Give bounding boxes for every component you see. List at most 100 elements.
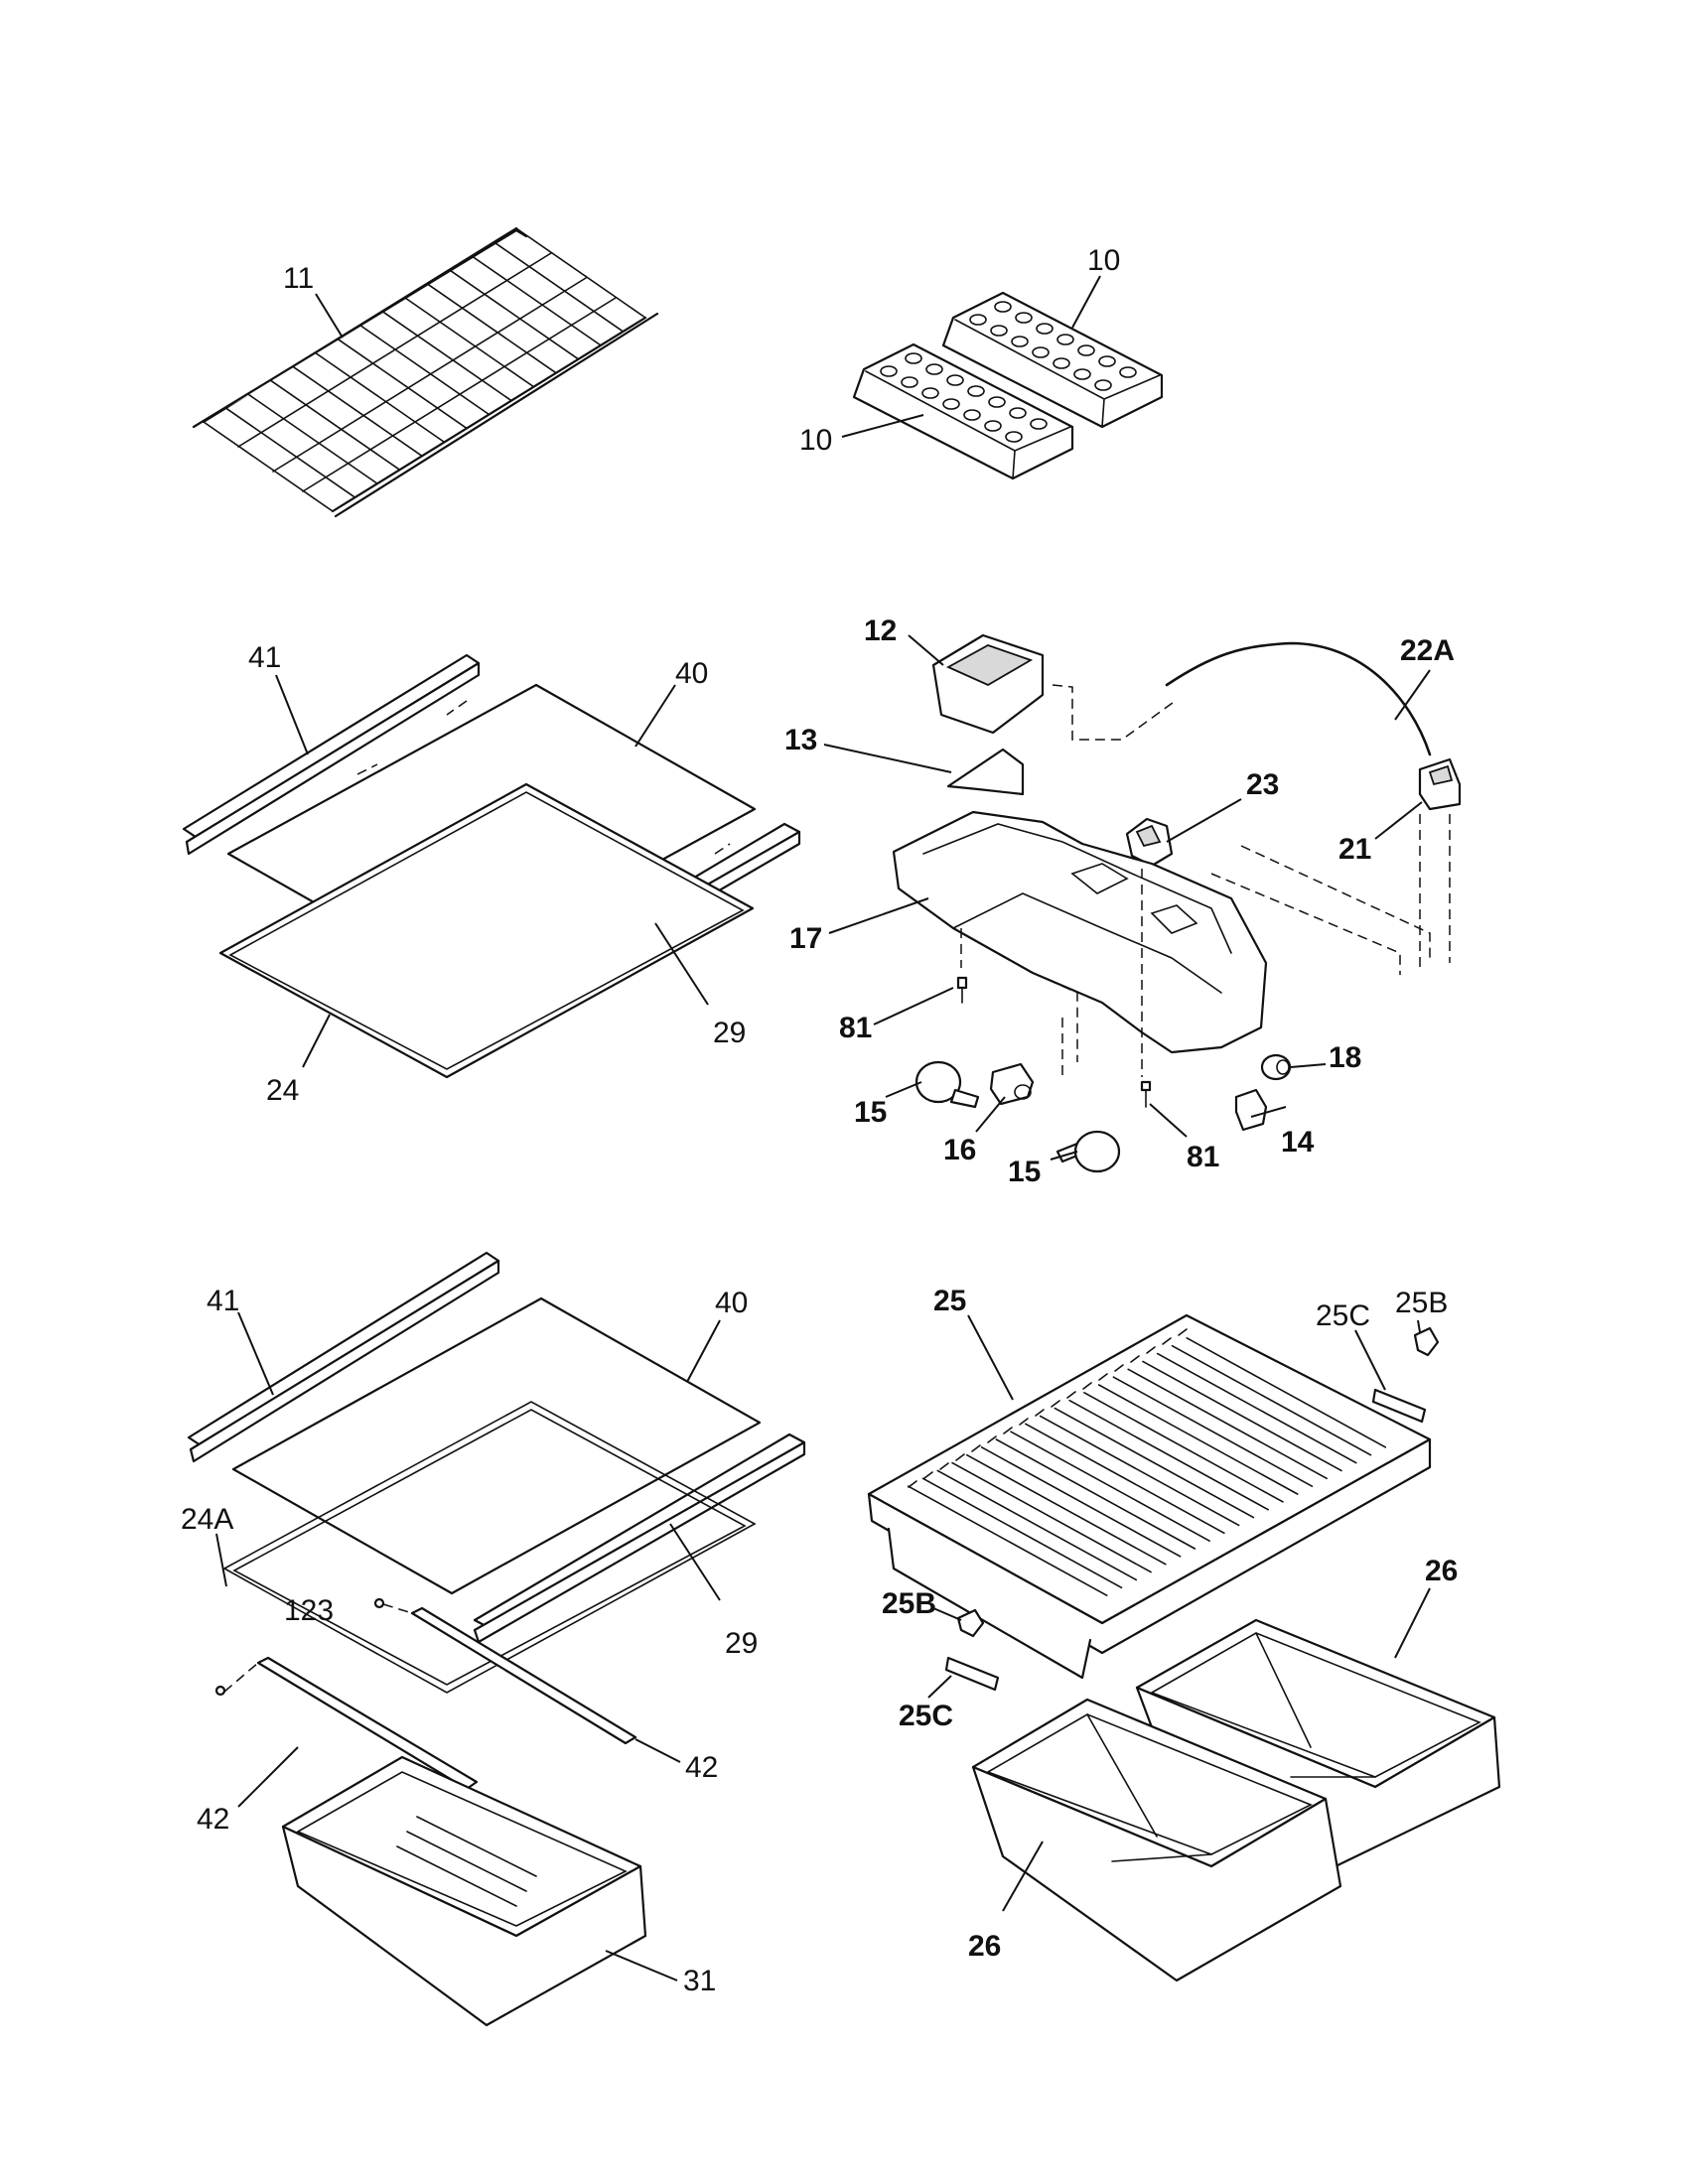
bracket-25C-bottom [944, 1656, 1000, 1692]
callout-17: 17 [789, 897, 929, 955]
callout-14: 14 [1250, 1106, 1315, 1159]
label-29-lower: 29 [725, 1627, 758, 1660]
screw-81-right [1140, 1080, 1152, 1108]
callout-23: 23 [1166, 768, 1279, 843]
callout-42-left: 42 [197, 1746, 299, 1836]
crisper-cover-25 [867, 1313, 1432, 1680]
callout-12: 12 [864, 614, 944, 666]
label-25B-bottom: 25B [882, 1587, 936, 1620]
callout-40-upper: 40 [634, 657, 708, 748]
callout-40-lower: 40 [686, 1287, 748, 1383]
callout-26-back: 26 [1394, 1555, 1458, 1659]
bracket-25C-top [1371, 1388, 1427, 1424]
label-41-lower: 41 [207, 1285, 239, 1317]
label-40-upper: 40 [675, 657, 708, 690]
label-26-back: 26 [1425, 1555, 1458, 1587]
callout-25B-top: 25B [1395, 1287, 1448, 1333]
callout-10-front: 10 [799, 414, 924, 457]
knob-18 [1260, 1053, 1292, 1081]
callout-81-left: 81 [839, 987, 954, 1044]
shelf-frame-24A [222, 1401, 757, 1694]
label-17: 17 [789, 922, 822, 955]
label-25: 25 [933, 1285, 966, 1317]
label-24A: 24A [181, 1503, 233, 1536]
callout-25: 25 [933, 1285, 1014, 1401]
slide-42-left [256, 1656, 479, 1791]
ice-tray-10-front [852, 342, 1074, 480]
label-22A: 22A [1400, 634, 1455, 667]
socket-16 [989, 1062, 1035, 1106]
callout-16: 16 [943, 1096, 1006, 1166]
callout-25B-bottom: 25B [882, 1587, 962, 1621]
label-14: 14 [1281, 1126, 1315, 1159]
callout-21: 21 [1338, 801, 1423, 866]
shelf-frame-24 [218, 782, 755, 1079]
label-10-back: 10 [1087, 244, 1120, 277]
callout-41-lower: 41 [207, 1285, 274, 1396]
callout-31: 31 [605, 1950, 716, 1997]
label-42-right: 42 [685, 1751, 718, 1784]
callout-25C-top: 25C [1316, 1299, 1386, 1391]
callout-10-back: 10 [1071, 244, 1120, 329]
shelf-rail-41-upper [182, 653, 481, 856]
callout-18: 18 [1290, 1041, 1361, 1074]
clip-25B-bottom [956, 1608, 985, 1638]
label-26-front: 26 [968, 1930, 1001, 1963]
callout-15-right: 15 [1008, 1151, 1078, 1188]
label-21: 21 [1338, 833, 1371, 866]
callout-41-upper: 41 [248, 641, 309, 755]
bulb-15-left [914, 1060, 980, 1109]
crisper-drawer-26-back [1135, 1618, 1501, 1868]
callout-42-right: 42 [634, 1738, 718, 1784]
label-25C-bottom: 25C [899, 1700, 953, 1732]
callout-25C-bottom: 25C [899, 1675, 953, 1732]
label-42-left: 42 [197, 1803, 229, 1836]
label-16: 16 [943, 1134, 976, 1166]
label-23: 23 [1246, 768, 1279, 801]
crisper-drawer-26-front [971, 1698, 1342, 1982]
slide-42-right [410, 1606, 637, 1745]
label-13: 13 [784, 724, 817, 756]
label-12: 12 [864, 614, 897, 647]
shelf-rail-29-lower [473, 1433, 806, 1644]
callout-24: 24 [266, 1014, 331, 1107]
shelf-rail-41-lower [187, 1251, 500, 1463]
callout-15-left: 15 [854, 1081, 922, 1129]
label-29-upper: 29 [713, 1017, 746, 1049]
control-23 [1125, 817, 1174, 868]
screws-123 [214, 1597, 385, 1697]
label-11: 11 [283, 262, 314, 295]
callout-29-lower: 29 [669, 1523, 758, 1660]
label-41-upper: 41 [248, 641, 281, 674]
clip-25B-top [1413, 1326, 1440, 1357]
callout-22A: 22A [1394, 634, 1455, 721]
label-24: 24 [266, 1074, 299, 1107]
callout-81-right: 81 [1149, 1103, 1219, 1173]
label-10-front: 10 [799, 424, 832, 457]
screw-81-left [956, 976, 968, 1004]
crisper-pan-31 [281, 1755, 647, 2027]
callout-29-upper: 29 [654, 922, 746, 1049]
label-81-left: 81 [839, 1012, 872, 1044]
label-18: 18 [1329, 1041, 1361, 1074]
wire-shelf-11 [192, 226, 659, 518]
callout-123: 123 [284, 1594, 334, 1627]
label-81-right: 81 [1187, 1141, 1219, 1173]
glass-shelf-40-lower [231, 1297, 762, 1595]
label-25B-top: 25B [1395, 1287, 1448, 1319]
housing-17 [892, 810, 1268, 1054]
cover-12 [931, 633, 1045, 735]
label-25C-top: 25C [1316, 1299, 1370, 1332]
callout-24A: 24A [181, 1503, 233, 1587]
wire-harness-22A [1052, 641, 1432, 756]
callout-11: 11 [283, 262, 344, 339]
label-15-left: 15 [854, 1096, 887, 1129]
switch-21 [1418, 757, 1462, 811]
label-123: 123 [284, 1594, 334, 1627]
lens-13 [946, 748, 1025, 796]
label-31: 31 [683, 1965, 716, 1997]
callout-13: 13 [784, 724, 952, 773]
ice-tray-10-back [941, 291, 1164, 429]
callout-26-front: 26 [968, 1841, 1044, 1963]
